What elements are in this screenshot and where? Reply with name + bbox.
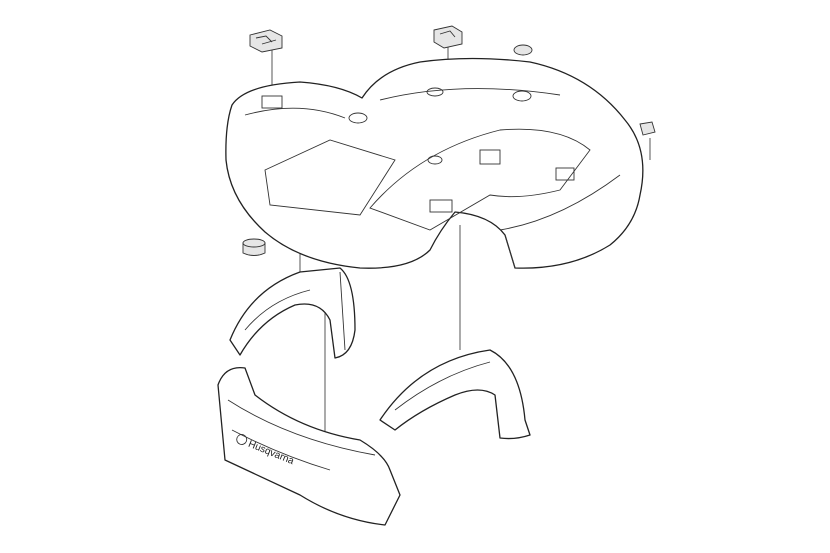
left-wheel-arch [229, 267, 356, 359]
grommet-part [242, 238, 266, 256]
front-bumper: Husqvarna [217, 366, 401, 526]
right-wheel-arch [379, 349, 531, 440]
plug-part [513, 44, 533, 56]
clip-part-left [249, 29, 283, 53]
clip-part-center [433, 25, 463, 49]
body-shell [225, 57, 644, 269]
side-clip-part [639, 121, 656, 136]
